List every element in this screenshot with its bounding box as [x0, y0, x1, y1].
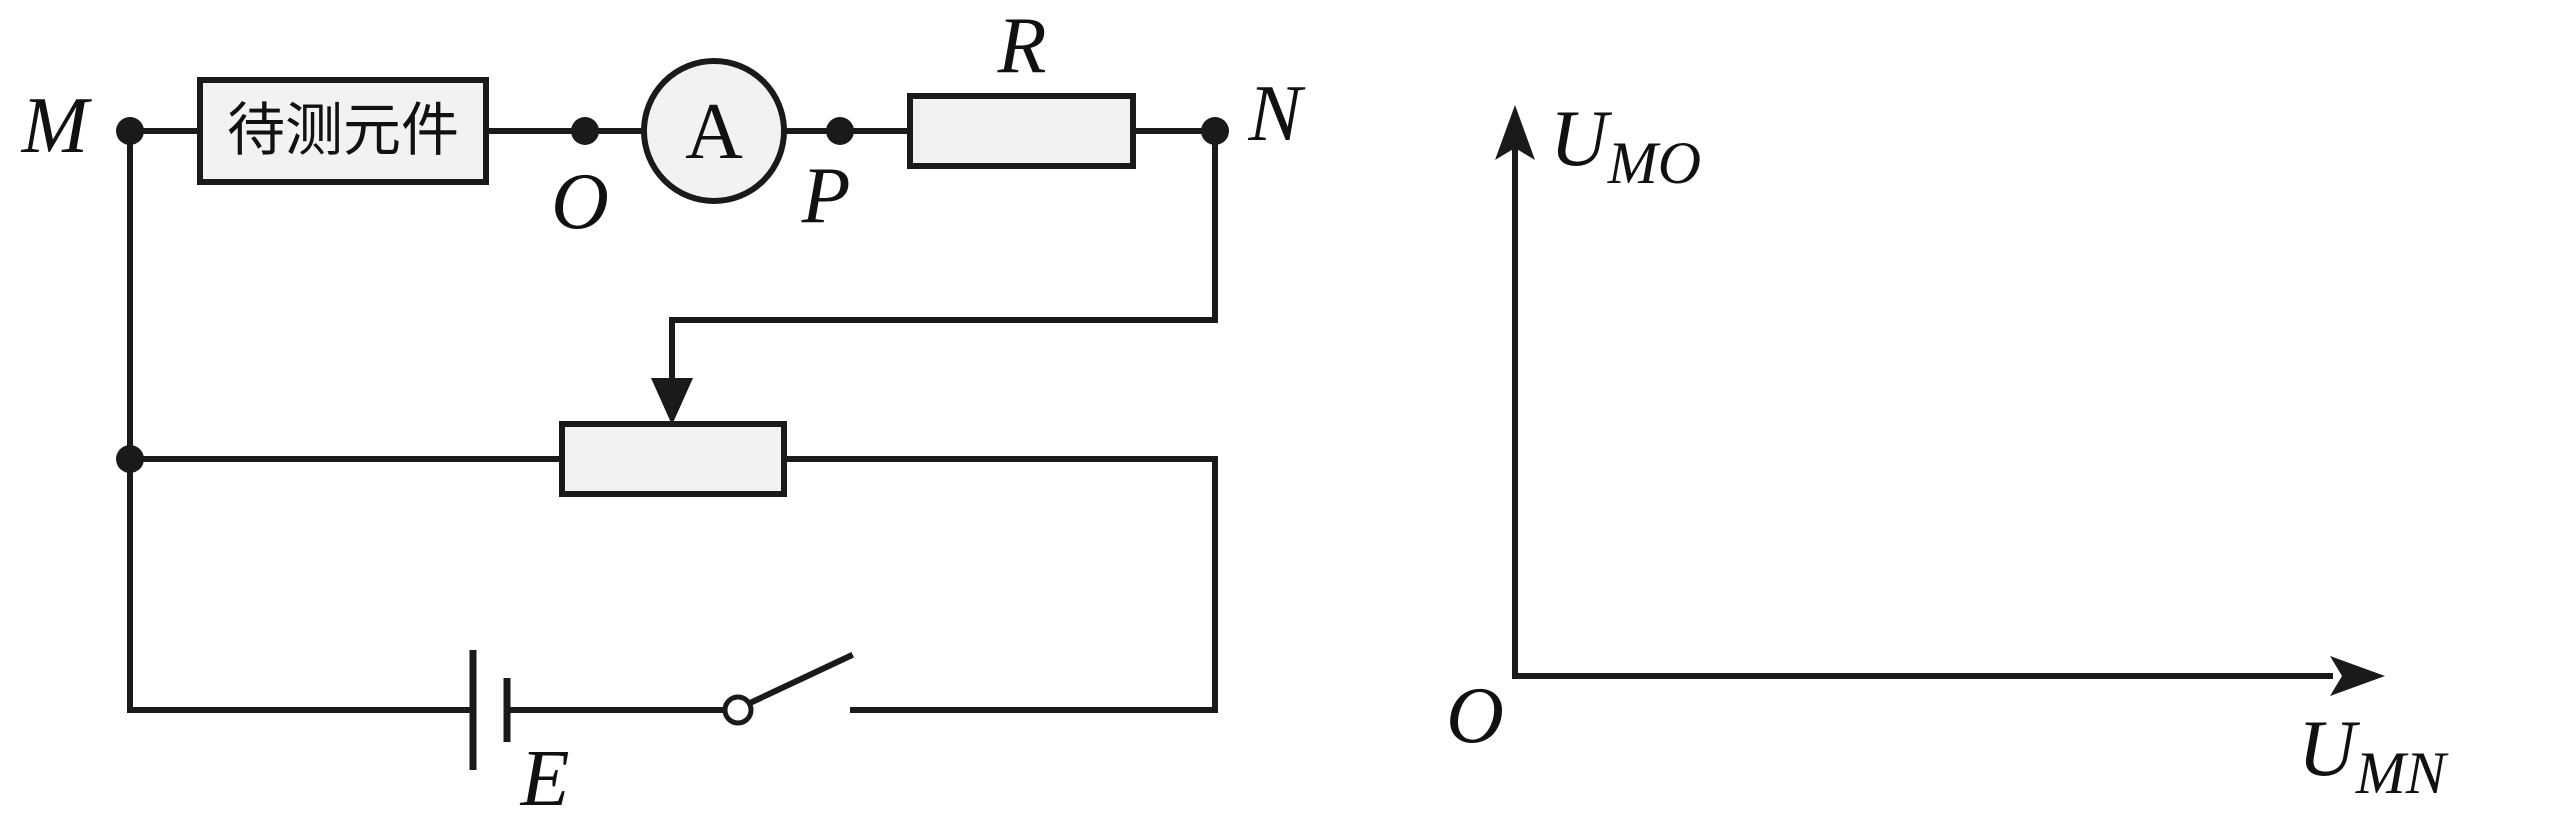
component-under-test-box [197, 77, 489, 185]
resistor-r-box [907, 93, 1136, 169]
switch-pivot [722, 694, 754, 726]
y-axis-arrowhead [1495, 105, 1535, 160]
x-axis-label: UMN [2298, 705, 2449, 806]
ammeter-circle [641, 58, 787, 204]
node-m-lower [116, 445, 144, 473]
y-axis-label-sub: MO [1607, 130, 1701, 196]
y-axis-label: UMO [1550, 95, 1701, 196]
resistor-r-label: R [997, 2, 1047, 90]
origin-label: O [1446, 672, 1504, 760]
node-o-label: O [551, 158, 609, 246]
slider-arrowhead [651, 378, 693, 425]
node-p [826, 117, 854, 145]
node-m-top [116, 117, 144, 145]
node-n-label: N [1247, 70, 1306, 158]
x-axis-arrowhead [2330, 656, 2385, 696]
switch-blade [746, 652, 854, 707]
component-under-test-label: 待测元件 [227, 96, 459, 164]
wire-n-to-slider [669, 128, 1218, 393]
wire-rheostat-right [781, 456, 1218, 713]
circuit-diagram: 待测元件 A R E M O P N [21, 2, 1307, 814]
ammeter-label: A [685, 88, 743, 176]
x-axis-label-main: U [2298, 705, 2361, 793]
node-p-label: P [801, 152, 851, 240]
node-m-label: M [21, 82, 93, 170]
x-axis-label-sub: MN [2355, 740, 2449, 806]
node-o [571, 117, 599, 145]
y-axis-label-main: U [1550, 95, 1613, 183]
node-n [1201, 117, 1229, 145]
graph-axes: O UMO UMN [1446, 95, 2449, 806]
battery-e-label: E [520, 735, 570, 814]
rheostat-box [559, 421, 787, 497]
